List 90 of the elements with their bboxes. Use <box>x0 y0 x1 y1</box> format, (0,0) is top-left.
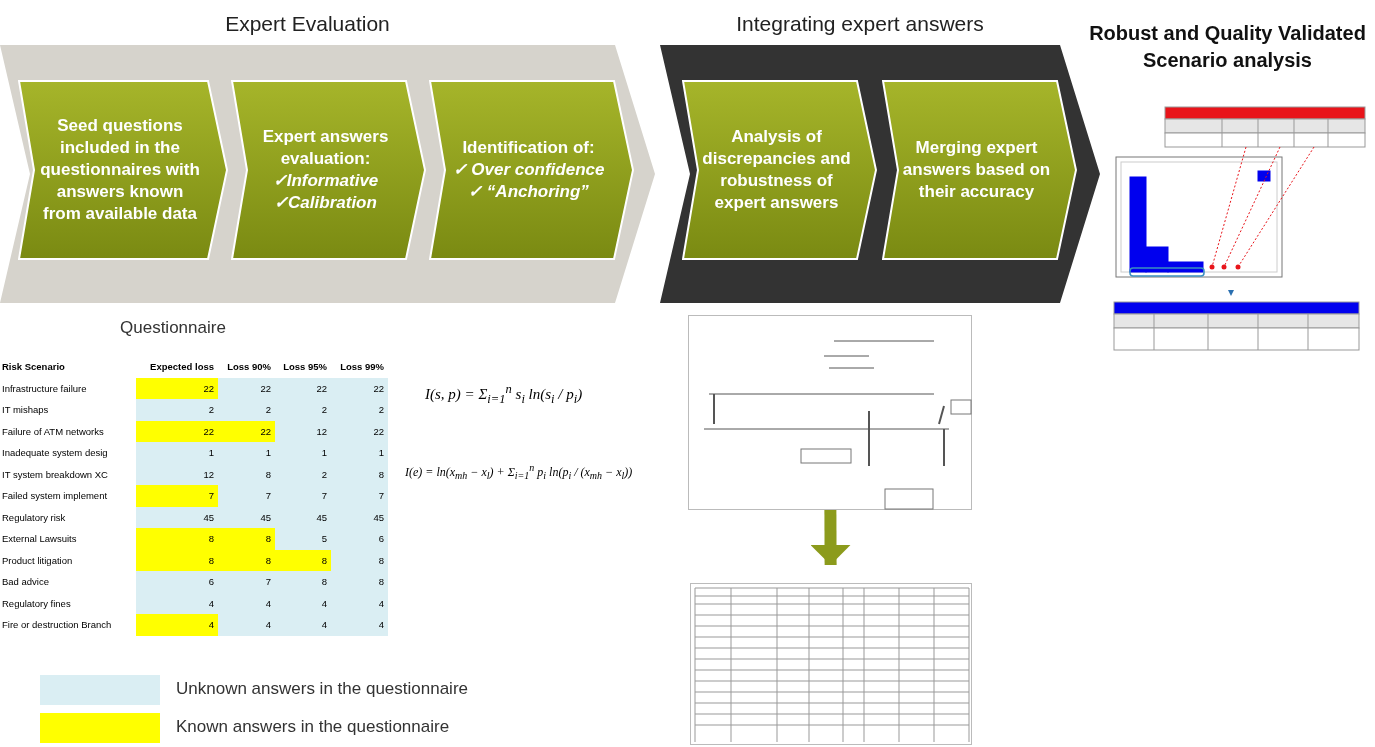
row-label: Regulatory risk <box>2 510 67 525</box>
table-value: 2 <box>136 399 218 421</box>
column-header: Risk Scenario <box>2 360 66 374</box>
process-step <box>429 80 634 260</box>
row-label: IT system breakdown XC <box>2 467 109 482</box>
table-title: Questionnaire <box>120 318 226 338</box>
table-value: 2 <box>275 463 331 485</box>
row-label: Regulatory fines <box>2 596 72 611</box>
checklist-item: ✓Calibration <box>273 192 378 215</box>
column-header: Loss 95% <box>282 360 328 374</box>
row-label: Bad advice <box>2 575 50 589</box>
table-value: 22 <box>218 377 275 399</box>
table-value: 8 <box>218 528 275 550</box>
table-value: 2 <box>275 399 331 421</box>
table-value: 8 <box>218 463 275 485</box>
table-value: 1 <box>136 442 218 464</box>
table-value: 7 <box>275 485 331 507</box>
table-value: 12 <box>136 463 218 485</box>
checklist-item: ✓ “Anchoring” <box>467 181 590 204</box>
table-value: 4 <box>136 592 218 614</box>
process-step <box>231 80 426 260</box>
table-value: 22 <box>331 377 388 399</box>
table-value: 8 <box>331 571 388 593</box>
table-value: 45 <box>275 506 331 528</box>
row-label: Product litigation <box>2 553 74 568</box>
legend-text: Known answers in the questionnaire <box>176 717 450 737</box>
table-value: 22 <box>218 420 275 442</box>
step-text: Analysis of discrepancies and robustness of expert answers <box>701 125 852 215</box>
section-heading: Robust and Quality Validated Scenario analysis <box>1088 21 1367 73</box>
row-label: IT mishaps <box>2 403 50 417</box>
table-value: 4 <box>275 614 331 636</box>
table-value: 8 <box>275 571 331 593</box>
table-value: 1 <box>331 442 388 464</box>
table-value: 7 <box>218 571 275 593</box>
table-value: 8 <box>136 528 218 550</box>
table-value: 4 <box>331 592 388 614</box>
results-table-picture <box>690 583 972 745</box>
column-header: Loss 90% <box>226 360 272 374</box>
process-step <box>882 80 1077 260</box>
process-step <box>18 80 228 260</box>
table-value: 6 <box>331 528 388 550</box>
table-value: 7 <box>218 485 275 507</box>
formula: I(e) = ln(x$_{mh}$ − x$_{l}$) + Σ$_{i=1}$$^{n}$ p$_{i}$ ln(p$_{i}$ / (x$_{mh}$ − x$_{l}$)) <box>405 462 633 482</box>
checklist-item: ✓Informative <box>271 170 380 192</box>
formula: I(s, p) = Σ$_{i=1}$$^{n}$ s$_{i}$ ln(s$_{i}$ / p$_{i}$) <box>425 382 583 407</box>
row-label: Inadequate system desig <box>2 446 109 460</box>
table-value: 5 <box>275 528 331 550</box>
table-value: 22 <box>136 420 218 442</box>
row-label: Failure of ATM networks <box>2 424 105 439</box>
step-text: Expert answers evaluation: <box>261 125 390 170</box>
process-step <box>682 80 877 260</box>
step-text: Merging expert answers based on their accuracy <box>901 136 1052 204</box>
row-label: External Lawsuits <box>2 532 78 546</box>
table-value: 22 <box>275 377 331 399</box>
column-header: Loss 99% <box>339 360 385 374</box>
decision-tree-picture <box>688 315 972 510</box>
table-value: 22 <box>136 377 218 399</box>
table-value: 2 <box>331 399 388 421</box>
table-value: 45 <box>218 506 275 528</box>
row-label: Failed system implement <box>2 489 109 503</box>
checklist-item: ✓ Over confidence <box>451 158 606 181</box>
table-value: 22 <box>331 420 388 442</box>
table-value: 7 <box>136 485 218 507</box>
band-heading: Expert Evaluation <box>224 12 391 36</box>
table-value: 4 <box>218 614 275 636</box>
table-value: 8 <box>218 549 275 571</box>
column-header: Expected loss <box>149 360 215 374</box>
table-value: 8 <box>136 549 218 571</box>
table-value: 45 <box>136 506 218 528</box>
step-text: Seed questions included in the questionnaires with answers known from available data <box>39 114 201 226</box>
arrow <box>810 509 851 566</box>
table-value: 1 <box>218 442 275 464</box>
table-value: 45 <box>331 506 388 528</box>
legend-text: Unknown answers in the questionnaire <box>176 679 468 699</box>
row-label: Infrastructure failure <box>2 381 88 396</box>
table-value: 4 <box>218 592 275 614</box>
table-value: 8 <box>275 549 331 571</box>
table-value: 2 <box>218 399 275 421</box>
step-text: Identification of: <box>461 136 596 159</box>
table-value: 12 <box>275 420 331 442</box>
table-value: 8 <box>331 463 388 485</box>
band-heading: Integrating expert answers <box>735 12 985 36</box>
table-value: 8 <box>331 549 388 571</box>
table-value: 7 <box>331 485 388 507</box>
table-value: 4 <box>275 592 331 614</box>
table-value: 4 <box>331 614 388 636</box>
row-label: Fire or destruction Branch <box>2 618 113 632</box>
table-value: 6 <box>136 571 218 593</box>
table-value: 1 <box>275 442 331 464</box>
table-value: 4 <box>136 614 218 636</box>
